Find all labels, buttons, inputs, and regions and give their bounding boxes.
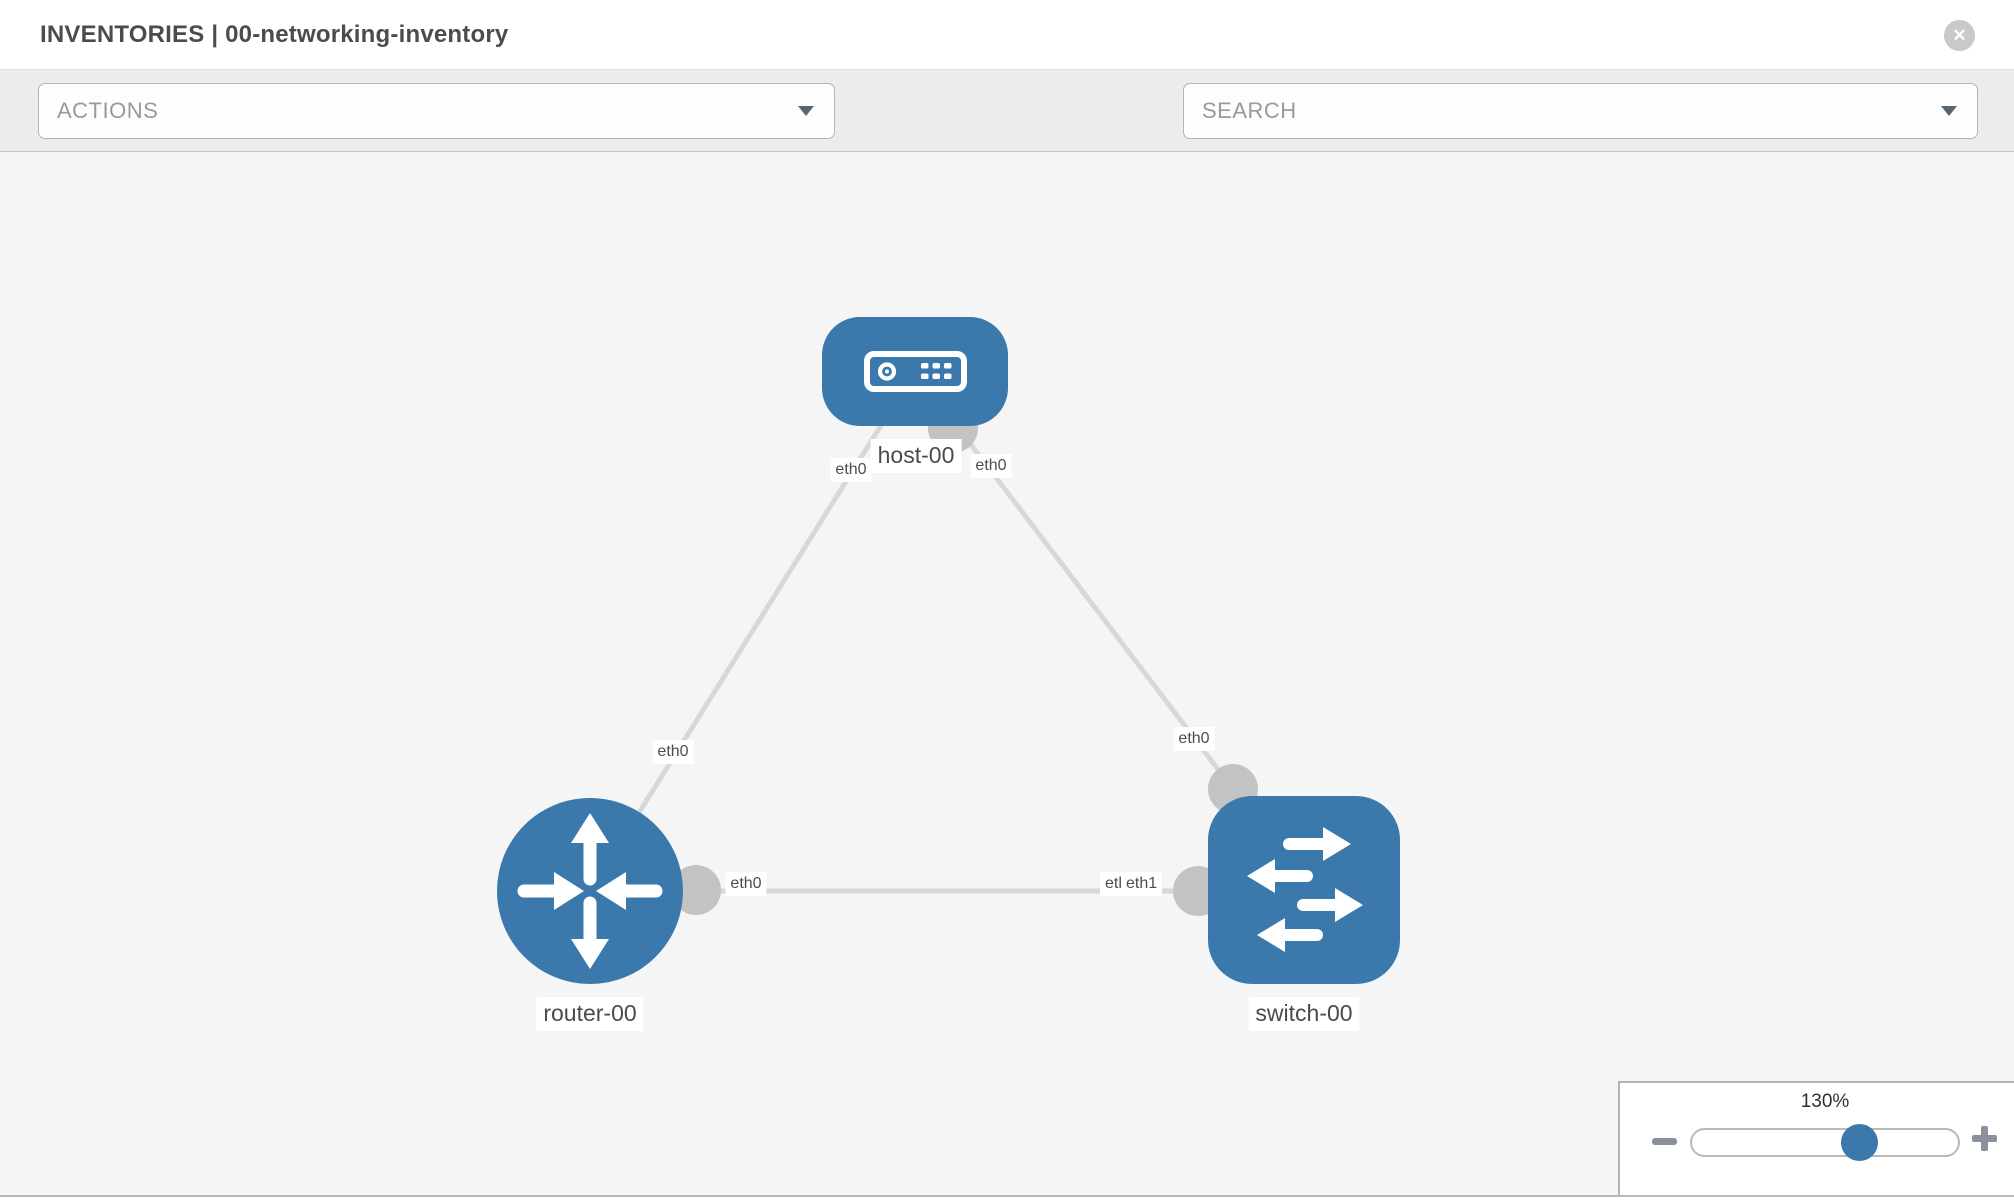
close-button[interactable]: ✕: [1944, 20, 1975, 51]
switch-icon: [1247, 827, 1363, 952]
toolbar: ACTIONS SEARCH: [0, 70, 2014, 195]
search-dropdown[interactable]: SEARCH: [1183, 83, 1978, 139]
search-dropdown-label: SEARCH: [1202, 98, 1297, 123]
zoom-out-button[interactable]: [1652, 1138, 1677, 1145]
chevron-down-icon: [798, 106, 814, 116]
router-interface-dot[interactable]: [671, 865, 721, 915]
zoom-control-panel: 130%: [1618, 1081, 2014, 1195]
node-label-host: host-00: [870, 439, 962, 473]
actions-dropdown-label: ACTIONS: [57, 98, 159, 123]
router-icon: [517, 813, 663, 969]
interface-label: eth0: [830, 458, 872, 482]
close-icon: ✕: [1952, 26, 1967, 45]
node-router-00[interactable]: [497, 798, 683, 984]
zoom-level-value: 130%: [1800, 1091, 1850, 1112]
zoom-slider-track[interactable]: [1690, 1128, 1960, 1157]
actions-dropdown[interactable]: ACTIONS: [38, 83, 835, 139]
host-icon: [864, 351, 967, 392]
topology-svg: [497, 317, 1400, 984]
page-title: INVENTORIES | 00-networking-inventory: [40, 20, 509, 48]
chevron-down-icon: [1941, 106, 1957, 116]
topology-canvas[interactable]: eth0 eth0 eth0 eth0 eth0 eth0 eth1 host-…: [0, 152, 2014, 1197]
link-host-router[interactable]: [587, 369, 918, 893]
node-host-00[interactable]: [822, 317, 1008, 426]
node-label-router: router-00: [536, 997, 644, 1031]
node-switch-00[interactable]: [1208, 796, 1400, 984]
interface-label: eth0: [1173, 727, 1215, 751]
zoom-in-button[interactable]: [1972, 1126, 1997, 1151]
interface-label: eth1: [1121, 872, 1163, 896]
breadcrumb-header: INVENTORIES | 00-networking-inventory ✕: [0, 0, 2014, 70]
interface-label: eth0: [725, 872, 767, 896]
zoom-slider-handle[interactable]: [1841, 1124, 1878, 1161]
node-label-switch: switch-00: [1248, 997, 1360, 1031]
interface-label: eth0: [970, 454, 1012, 478]
interface-label: eth0: [652, 740, 694, 764]
